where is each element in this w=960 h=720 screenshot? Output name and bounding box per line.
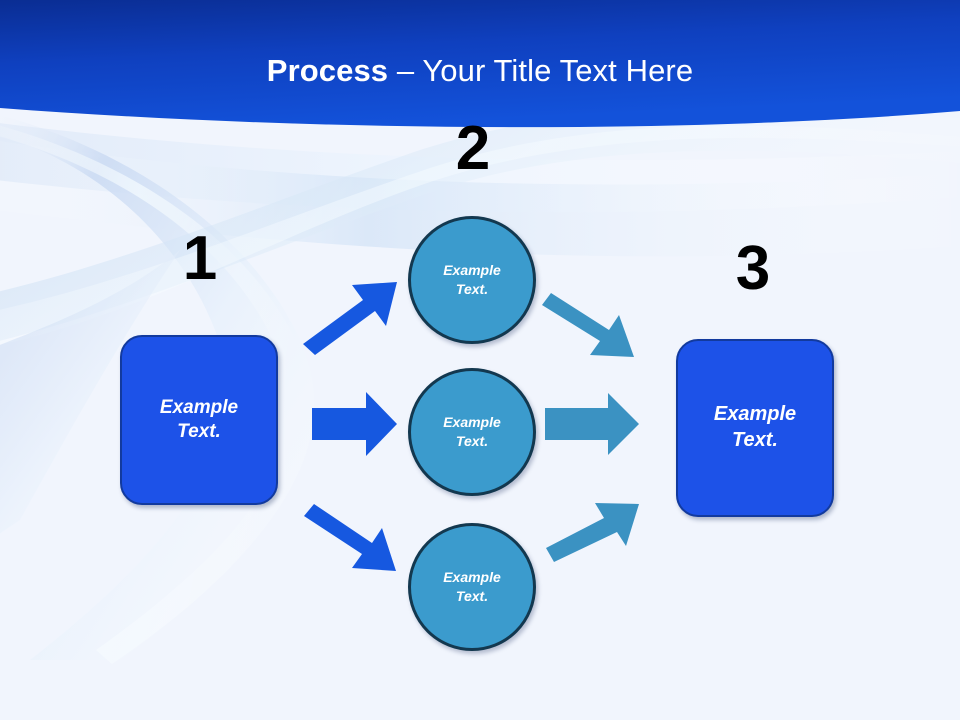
- arrow-box-to-circle-bottom: [304, 504, 396, 571]
- process-box-right[interactable]: Example Text.: [676, 339, 834, 517]
- arrow-circle-middle-to-box: [545, 393, 639, 455]
- arrow-circle-top-to-box: [542, 293, 634, 357]
- process-circle-bottom-label: Example Text.: [443, 569, 501, 604]
- arrow-box-to-circle-middle: [312, 392, 397, 456]
- process-box-left[interactable]: Example Text.: [120, 335, 278, 505]
- title-bold-part: Process: [266, 53, 397, 88]
- process-box-right-label: Example Text.: [713, 403, 797, 451]
- title-rest: Your Title Text Here: [422, 53, 694, 88]
- process-circle-top[interactable]: Example Text.: [408, 216, 536, 344]
- step-number-2: 2: [455, 114, 491, 183]
- process-box-left-label: Example Text.: [159, 396, 239, 442]
- step-number-3: 3: [735, 234, 771, 303]
- arrow-circle-bottom-to-box: [546, 503, 639, 562]
- process-circle-middle[interactable]: Example Text.: [408, 368, 536, 496]
- title-dash: –: [396, 53, 423, 88]
- arrow-box-to-circle-top: [303, 282, 397, 355]
- process-circle-middle-label: Example Text.: [443, 414, 501, 449]
- process-circle-bottom[interactable]: Example Text.: [408, 523, 536, 651]
- step-number-1: 1: [182, 224, 218, 293]
- page-title: Process – Your Title Text Here: [0, 52, 960, 90]
- process-circle-top-label: Example Text.: [443, 262, 501, 297]
